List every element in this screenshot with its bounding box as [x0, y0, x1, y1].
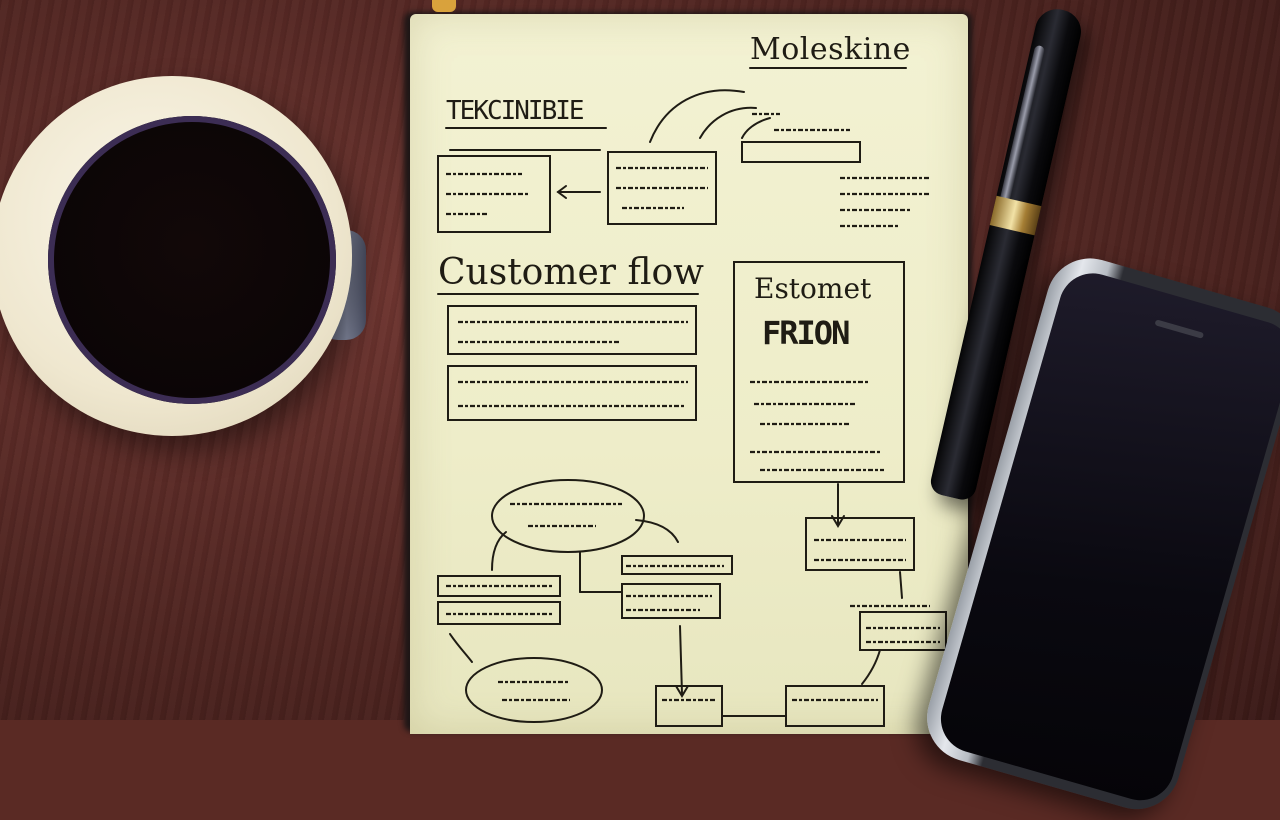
arrow-right-lower: [861, 649, 881, 685]
box-top-left: [437, 155, 551, 233]
arrow-ellipse-right: [635, 519, 679, 543]
black-coffee: [48, 116, 336, 404]
box-bottom-mid-1: [621, 555, 733, 575]
box-heading-2: FRION: [762, 314, 850, 352]
arrow-left-head: [556, 185, 567, 199]
notebook-header-title: TEKCINIBIE: [446, 96, 585, 126]
box-bottom-left-1: [437, 575, 561, 597]
box-bottom-center: [655, 685, 723, 727]
box-wide-2: [447, 365, 697, 421]
arrow-left-to-ellipse: [449, 633, 473, 663]
box-bottom-right: [785, 685, 885, 727]
curve-arrow-1: [649, 89, 745, 143]
hand-drawn-flowchart: [437, 67, 947, 727]
box-right-lower: [859, 611, 947, 651]
curve-arrow-3: [741, 117, 771, 139]
ellipse-top: [491, 479, 645, 553]
box-right-mid: [805, 517, 915, 571]
box-big-right: [733, 261, 905, 483]
notebook-main-heading: Customer flow: [438, 252, 704, 293]
phone-speaker: [1154, 319, 1205, 339]
ellipse-bottom: [465, 657, 603, 723]
arrow-right-down-head: [831, 515, 845, 528]
bookmark-ribbon: [432, 0, 456, 12]
box-top-middle: [607, 151, 717, 225]
arrow-ellipse-left: [491, 531, 507, 571]
notebook-brand-text: Moleskine: [750, 32, 911, 67]
box-bottom-left-2: [437, 601, 561, 625]
box-top-right: [741, 141, 861, 163]
box-heading-1: Estomet: [754, 272, 872, 305]
curve-arrow-2: [699, 106, 757, 139]
line-right-down-2: [899, 571, 903, 599]
line-mid-down: [679, 625, 683, 695]
notebook-page: Moleskine TEKCINIBIE Customer flow Estom…: [410, 14, 968, 734]
box-wide-1: [447, 305, 697, 355]
arrow-mid-down-head: [675, 685, 689, 698]
pen-gold-band: [989, 195, 1042, 236]
box-bottom-mid-2: [621, 583, 721, 619]
